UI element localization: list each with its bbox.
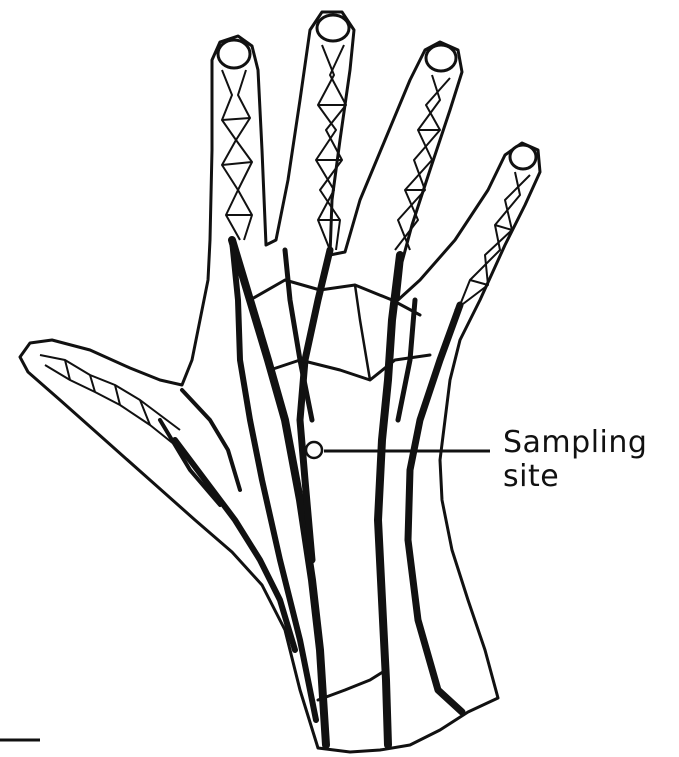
fingertip-index xyxy=(218,40,250,68)
fingertip-little xyxy=(510,145,536,169)
sampling-site-marker xyxy=(306,442,322,458)
fingertip-middle xyxy=(317,15,349,41)
sampling-site-label: Sampling site xyxy=(503,426,647,494)
sampling-site-label-line2: site xyxy=(503,460,647,494)
fingertip-ring xyxy=(426,45,456,71)
sampling-site-label-line1: Sampling xyxy=(503,426,647,460)
hand-outline xyxy=(20,12,540,752)
